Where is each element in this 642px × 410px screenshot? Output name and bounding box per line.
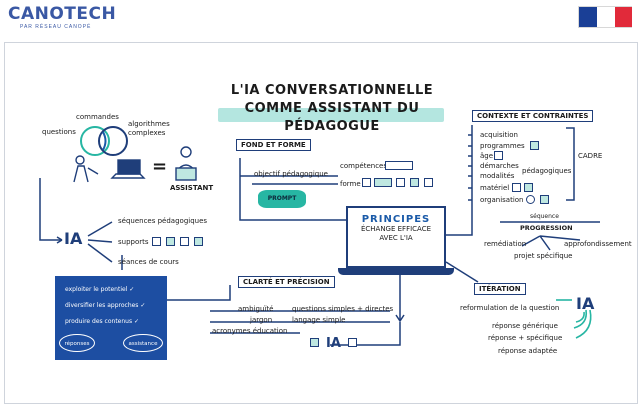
tablet-icon — [512, 183, 521, 192]
table-icon — [374, 178, 392, 187]
tablet-icon — [152, 237, 161, 246]
benefits-panel: exploiter le potentiel ✓ diversifier les… — [55, 276, 167, 360]
contexte-item: acquisition — [480, 131, 518, 139]
screen-icon — [524, 183, 533, 192]
iteration-response: réponse adaptée — [498, 347, 558, 355]
label-forme: forme — [340, 180, 361, 188]
contexte-item: matériel — [480, 184, 510, 192]
laptop-base — [338, 268, 454, 275]
label-progression: PROGRESSION — [520, 224, 573, 232]
clarte-right-item: questions simples + directes — [292, 305, 394, 313]
label-reformulation: reformulation de la question — [460, 304, 560, 312]
camera-icon — [180, 237, 189, 246]
people-icon — [385, 161, 413, 170]
label-sequence: séquence — [530, 213, 559, 220]
use-sequences: séquences pédagogiques — [118, 217, 208, 225]
benefit-item: diversifier les approches ✓ — [65, 302, 146, 309]
benefit-item: produire des contenus ✓ — [65, 318, 140, 325]
clarte-left-item: jargon — [250, 316, 273, 324]
page-title: L'IA CONVERSATIONNELLE COMME ASSISTANT D… — [222, 82, 442, 136]
principes-title: PRINCIPES — [361, 214, 431, 225]
laptop-screen — [346, 206, 446, 268]
label-objectif: objectif pédagogique — [254, 170, 328, 178]
iteration-response: réponse + spécifique — [488, 334, 563, 342]
label-algorithmes: algorithmes complexes — [128, 120, 170, 137]
label-questions: questions — [42, 128, 76, 136]
book-icon — [348, 338, 357, 347]
clarte-right-item: langage simple — [292, 316, 346, 324]
label-commandes: commandes — [76, 113, 119, 121]
contexte-item: démarches — [480, 162, 519, 170]
book-icon — [396, 178, 405, 187]
document-icon — [362, 178, 371, 187]
bubble-assistance: assistance — [123, 334, 163, 352]
ia-label-clarte: IA — [326, 336, 341, 351]
label-projet: projet spécifique — [514, 252, 573, 260]
contexte-item: âge — [480, 152, 494, 160]
tv-icon — [166, 237, 175, 246]
book-icon — [530, 141, 539, 150]
video-icon — [194, 237, 203, 246]
label-pedagogiques: pédagogiques — [522, 167, 572, 175]
clarte-left-item: acronymes éducation — [212, 327, 288, 335]
prompt-tag: PROMPT — [258, 190, 306, 208]
children-icon — [494, 151, 503, 160]
title-line-2: COMME ASSISTANT DU PÉDAGOGUE — [244, 101, 420, 134]
label-cadre: CADRE — [578, 152, 603, 160]
label-remediation: remédiation — [484, 240, 527, 248]
republique-francaise-flag-icon — [578, 6, 632, 28]
equals-sign: = — [152, 156, 168, 177]
benefit-item: exploiter le potentiel ✓ — [65, 286, 135, 293]
use-supports: supports — [118, 238, 149, 246]
contexte-item: programmes — [480, 142, 525, 150]
clarte-left-item: ambiguïté — [238, 305, 274, 313]
principes-sub2: AVEC L'IA — [379, 234, 413, 242]
title-line-1: L'IA CONVERSATIONNELLE — [230, 83, 434, 98]
section-fond-forme: FOND ET FORME — [236, 139, 311, 151]
text-icon — [424, 178, 433, 187]
section-contexte: CONTEXTE ET CONTRAINTES — [472, 110, 594, 122]
iteration-response: réponse générique — [492, 322, 558, 330]
label-approfondissement: approfondissement — [564, 240, 632, 248]
principes-sub1: ÉCHANGE EFFICACE — [360, 225, 432, 233]
label-assistant: ASSISTANT — [170, 184, 214, 192]
title-highlight — [218, 108, 444, 122]
principes-block: PRINCIPES ÉCHANGE EFFICACE AVEC L'IA — [348, 214, 444, 243]
page-header: CANOTECH PAR RÉSEAU CANOPÉ — [0, 0, 642, 34]
use-seances: séances de cours — [118, 258, 179, 266]
bubble-reponses: réponses — [59, 334, 95, 352]
contexte-item: modalités — [480, 172, 515, 180]
ia-label-left: IA — [64, 229, 83, 248]
section-clarte: CLARTÉ ET PRÉCISION — [238, 276, 335, 288]
section-iteration: ITÉRATION — [474, 283, 526, 295]
book-icon — [310, 338, 319, 347]
logo-subtitle: PAR RÉSEAU CANOPÉ — [20, 24, 92, 30]
contexte-item: organisation — [480, 196, 524, 204]
label-competences: compétences — [340, 162, 387, 170]
calendar-icon — [540, 195, 549, 204]
network-icon — [410, 178, 419, 187]
clock-icon — [526, 195, 535, 204]
canotech-logo[interactable]: CANOTECH — [8, 4, 117, 24]
ia-label-iteration: IA — [576, 294, 595, 313]
